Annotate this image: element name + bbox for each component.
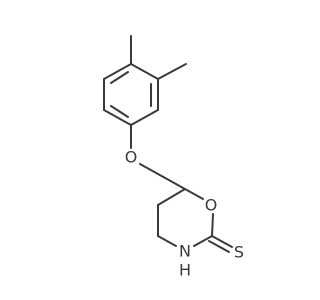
bond-c6-to-o1 bbox=[184, 188, 204, 200]
bond-c2-to-s-1 bbox=[211, 235, 233, 248]
bond-methyl-right bbox=[157, 63, 187, 80]
bond-c5-to-c6 bbox=[157, 188, 186, 206]
nitrogen-ring-label: N bbox=[179, 242, 191, 261]
sulfur-thione-label: S bbox=[234, 243, 244, 262]
bond-n3-to-c4 bbox=[157, 235, 177, 247]
bond-oxygen-to-methylene bbox=[139, 163, 159, 175]
hydrogen-on-nitrogen-label: H bbox=[179, 261, 191, 280]
molecule-structure-diagram: O O N H S bbox=[103, 35, 244, 280]
bond-methylene-to-ring-carbon bbox=[157, 173, 186, 190]
oxygen-ring-label: O bbox=[205, 196, 218, 215]
bond-ring-d-e bbox=[103, 109, 132, 126]
bond-o1-to-c2 bbox=[211, 213, 214, 237]
bond-ring-double-inner-2 bbox=[110, 105, 129, 118]
bond-c2-to-n3 bbox=[193, 235, 213, 247]
bond-ring-c-d bbox=[130, 109, 159, 126]
oxygen-ether-label: O bbox=[125, 148, 138, 167]
bond-ring-double-inner-3 bbox=[110, 71, 129, 84]
bond-ring-f-a bbox=[103, 63, 132, 80]
bond-c2-to-s-2 bbox=[208, 240, 230, 253]
bond-ring-a-b bbox=[130, 63, 159, 80]
